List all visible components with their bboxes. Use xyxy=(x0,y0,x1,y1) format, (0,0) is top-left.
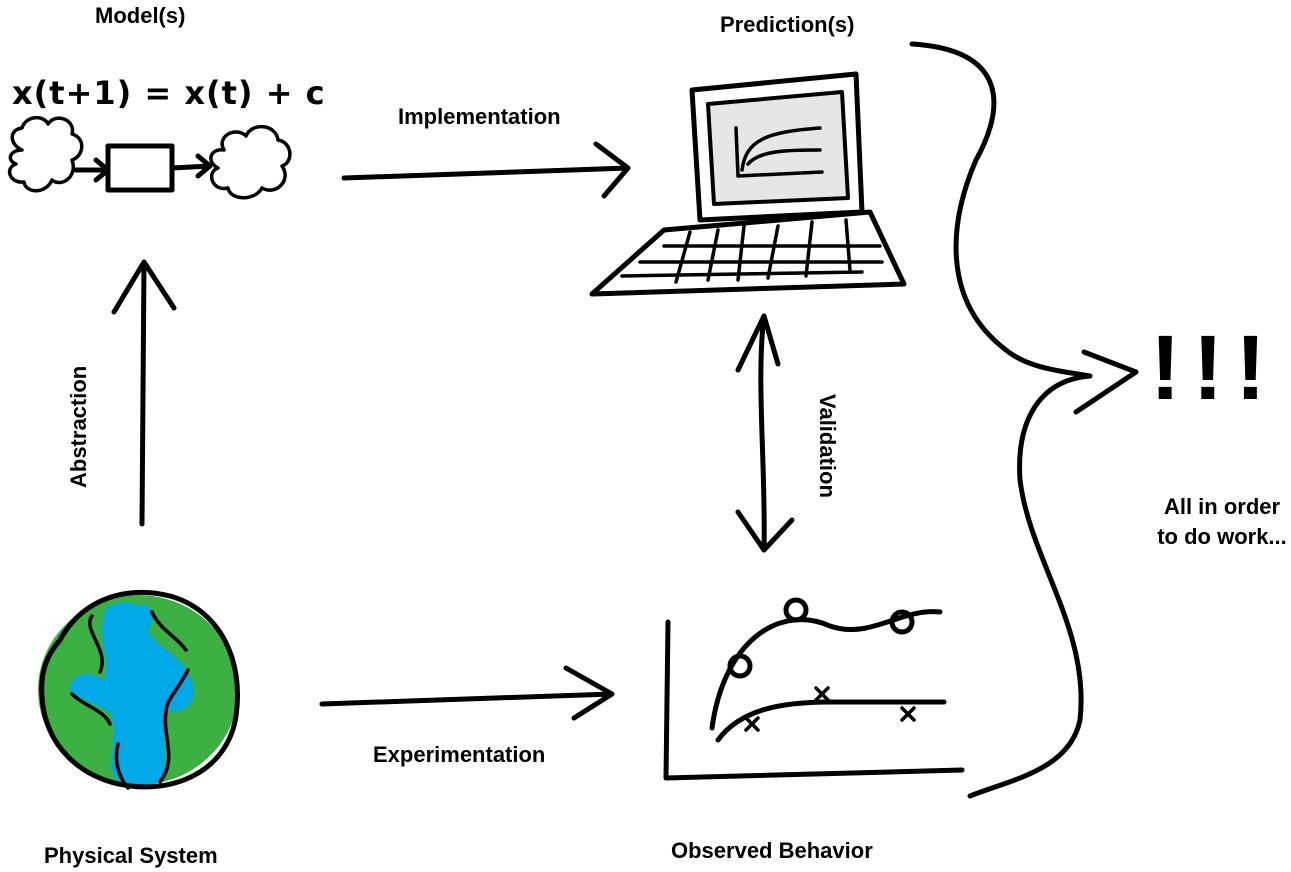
chart-axes xyxy=(663,619,965,781)
abstraction-label: Abstraction xyxy=(66,365,91,488)
chart-icon xyxy=(663,597,965,781)
closing-note-line2: to do work... xyxy=(1157,524,1287,549)
chart-lower-curve xyxy=(715,699,947,743)
validation-arrow xyxy=(735,313,795,553)
upper-marker xyxy=(727,653,753,679)
predictions-label: Prediction(s) xyxy=(720,12,855,37)
upper-marker xyxy=(783,597,809,623)
earth-water xyxy=(70,602,194,788)
upper-marker xyxy=(889,609,915,635)
closing-note-line1: All in order xyxy=(1163,494,1281,519)
model-arrow-right-icon xyxy=(169,153,213,179)
models-label: Model(s) xyxy=(95,3,186,28)
model-box-icon xyxy=(105,143,175,193)
experimentation-label: Experimentation xyxy=(373,742,546,767)
laptop-icon xyxy=(589,71,907,297)
model-arrow-left-icon xyxy=(73,157,111,183)
model-formula: x(t+1) = x(t) + c xyxy=(12,74,326,112)
screen-chart-icon xyxy=(734,126,824,178)
model-flow-icon xyxy=(7,116,292,200)
earth-outline xyxy=(39,589,240,790)
implementation-arrow xyxy=(341,141,631,199)
sink-cloud-icon xyxy=(209,125,292,200)
emphasis-mark: !!! xyxy=(1150,317,1278,419)
earth-icon xyxy=(38,589,240,790)
closing-note: All in order to do work... xyxy=(1152,492,1291,552)
experimentation-arrow xyxy=(319,665,615,721)
lower-marker xyxy=(814,686,830,702)
implementation-label: Implementation xyxy=(398,104,561,129)
lower-marker xyxy=(744,716,760,732)
abstraction-arrow xyxy=(111,259,177,527)
laptop-keys xyxy=(620,218,884,284)
earth-coast xyxy=(70,610,190,790)
physical-system-label: Physical System xyxy=(44,843,218,868)
lower-marker xyxy=(900,706,916,722)
laptop-screen xyxy=(706,90,850,206)
observed-behavior-label: Observed Behavior xyxy=(671,838,873,863)
summary-bracket xyxy=(909,41,1139,799)
validation-label: Validation xyxy=(815,394,840,498)
laptop-keyboard xyxy=(589,209,907,297)
source-cloud-icon xyxy=(7,116,84,193)
